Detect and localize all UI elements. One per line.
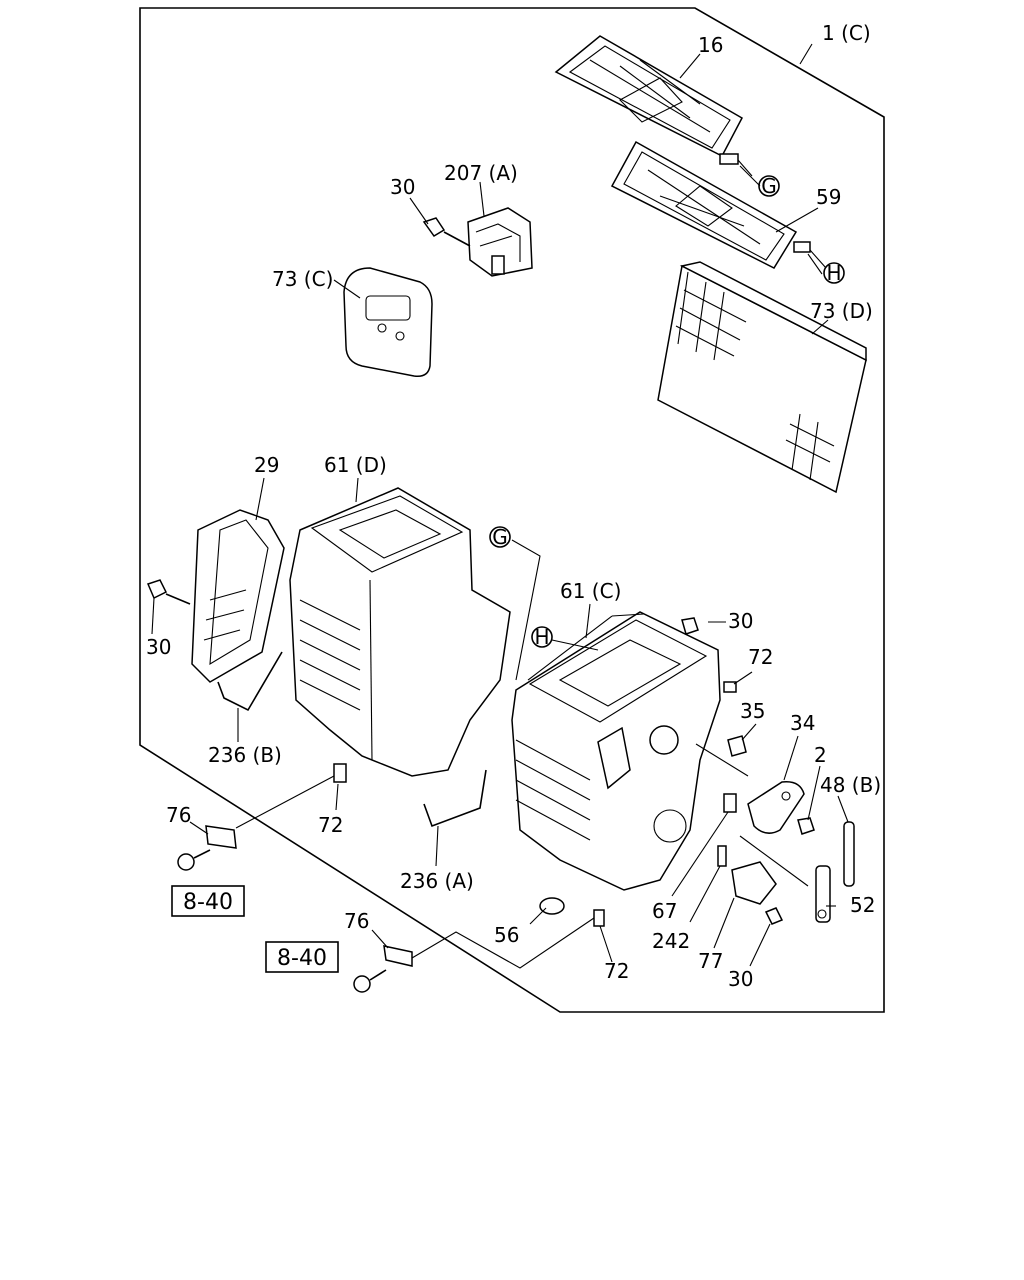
assembly-boundary xyxy=(139,7,885,1013)
label-52: 52 xyxy=(850,893,875,917)
label-30d: 30 xyxy=(728,967,753,991)
svg-text:H: H xyxy=(826,261,841,285)
label-48b: 48 (B) xyxy=(820,773,881,797)
label-72b: 72 xyxy=(318,813,343,837)
screw-30-left xyxy=(146,579,191,605)
label-30c: 30 xyxy=(146,635,171,659)
bracket-76-upper xyxy=(205,825,237,849)
label-73d: 73 (D) xyxy=(810,299,873,323)
label-242: 242 xyxy=(652,929,690,953)
part-207a-actuator xyxy=(467,207,533,277)
label-61d: 61 (D) xyxy=(324,453,387,477)
bracket-76-lower xyxy=(383,945,413,967)
label-30a: 30 xyxy=(390,175,415,199)
part-29-cover xyxy=(191,509,285,683)
label-56: 56 xyxy=(494,923,519,947)
leader-lines xyxy=(151,43,849,969)
label-73c: 73 (C) xyxy=(272,267,333,291)
label-207a: 207 (A) xyxy=(444,161,518,185)
label-76a: 76 xyxy=(166,803,191,827)
label-72c: 72 xyxy=(604,959,629,983)
label-2: 2 xyxy=(814,743,827,767)
clip-72-lower-left xyxy=(333,763,347,783)
clip-242 xyxy=(717,845,727,867)
callout-labels: 1 (C) 16 207 (A) 30 59 73 (C) 73 (D) 29 … xyxy=(146,21,881,991)
part-236a-rod xyxy=(423,769,487,828)
clip-35 xyxy=(727,735,747,757)
label-61c: 61 (C) xyxy=(560,579,621,603)
reference-box-upper[interactable]: 8-40 xyxy=(171,885,245,917)
label-34: 34 xyxy=(790,711,815,735)
clip-72-bottom xyxy=(593,909,605,927)
label-59: 59 xyxy=(816,185,841,209)
svg-text:8-40: 8-40 xyxy=(277,946,327,971)
svg-text:G: G xyxy=(492,525,508,549)
bolt-lower xyxy=(353,969,387,993)
clip-72-upper xyxy=(723,681,737,693)
part-56-grommet xyxy=(539,897,565,915)
bolt-upper xyxy=(177,849,211,871)
marker-h-mid: H xyxy=(531,625,553,649)
marker-g-top: G xyxy=(758,174,780,198)
part-73c-seal xyxy=(343,267,433,378)
part-73d-filter xyxy=(657,261,867,494)
marker-h-top: H xyxy=(823,261,845,285)
label-236b: 236 (B) xyxy=(208,743,282,767)
label-35: 35 xyxy=(740,699,765,723)
part-16-door xyxy=(554,35,753,177)
label-30b: 30 xyxy=(728,609,753,633)
part-48b-link xyxy=(843,821,855,887)
label-76b: 76 xyxy=(344,909,369,933)
part-59-door xyxy=(610,140,827,269)
label-29: 29 xyxy=(254,453,279,477)
part-61d-case xyxy=(289,487,511,777)
svg-text:H: H xyxy=(534,625,549,649)
svg-text:8-40: 8-40 xyxy=(183,890,233,915)
screw-30-top xyxy=(422,217,471,247)
label-1c: 1 (C) xyxy=(822,21,871,45)
label-72a: 72 xyxy=(748,645,773,669)
screw-30-bottom xyxy=(764,907,784,925)
marker-g-mid: G xyxy=(489,525,511,549)
label-16: 16 xyxy=(698,33,723,57)
part-52-link xyxy=(815,865,831,923)
label-236a: 236 (A) xyxy=(400,869,474,893)
clip-67 xyxy=(723,793,737,813)
label-67: 67 xyxy=(652,899,677,923)
reference-box-lower[interactable]: 8-40 xyxy=(265,941,339,973)
part-61c-case xyxy=(511,611,721,891)
part-77-actuator xyxy=(731,861,777,905)
svg-text:G: G xyxy=(761,174,777,198)
screw-2 xyxy=(797,817,815,835)
screw-30-right xyxy=(681,617,699,635)
part-34-lever xyxy=(747,781,805,834)
label-77: 77 xyxy=(698,949,723,973)
part-236b-rod xyxy=(217,651,283,712)
